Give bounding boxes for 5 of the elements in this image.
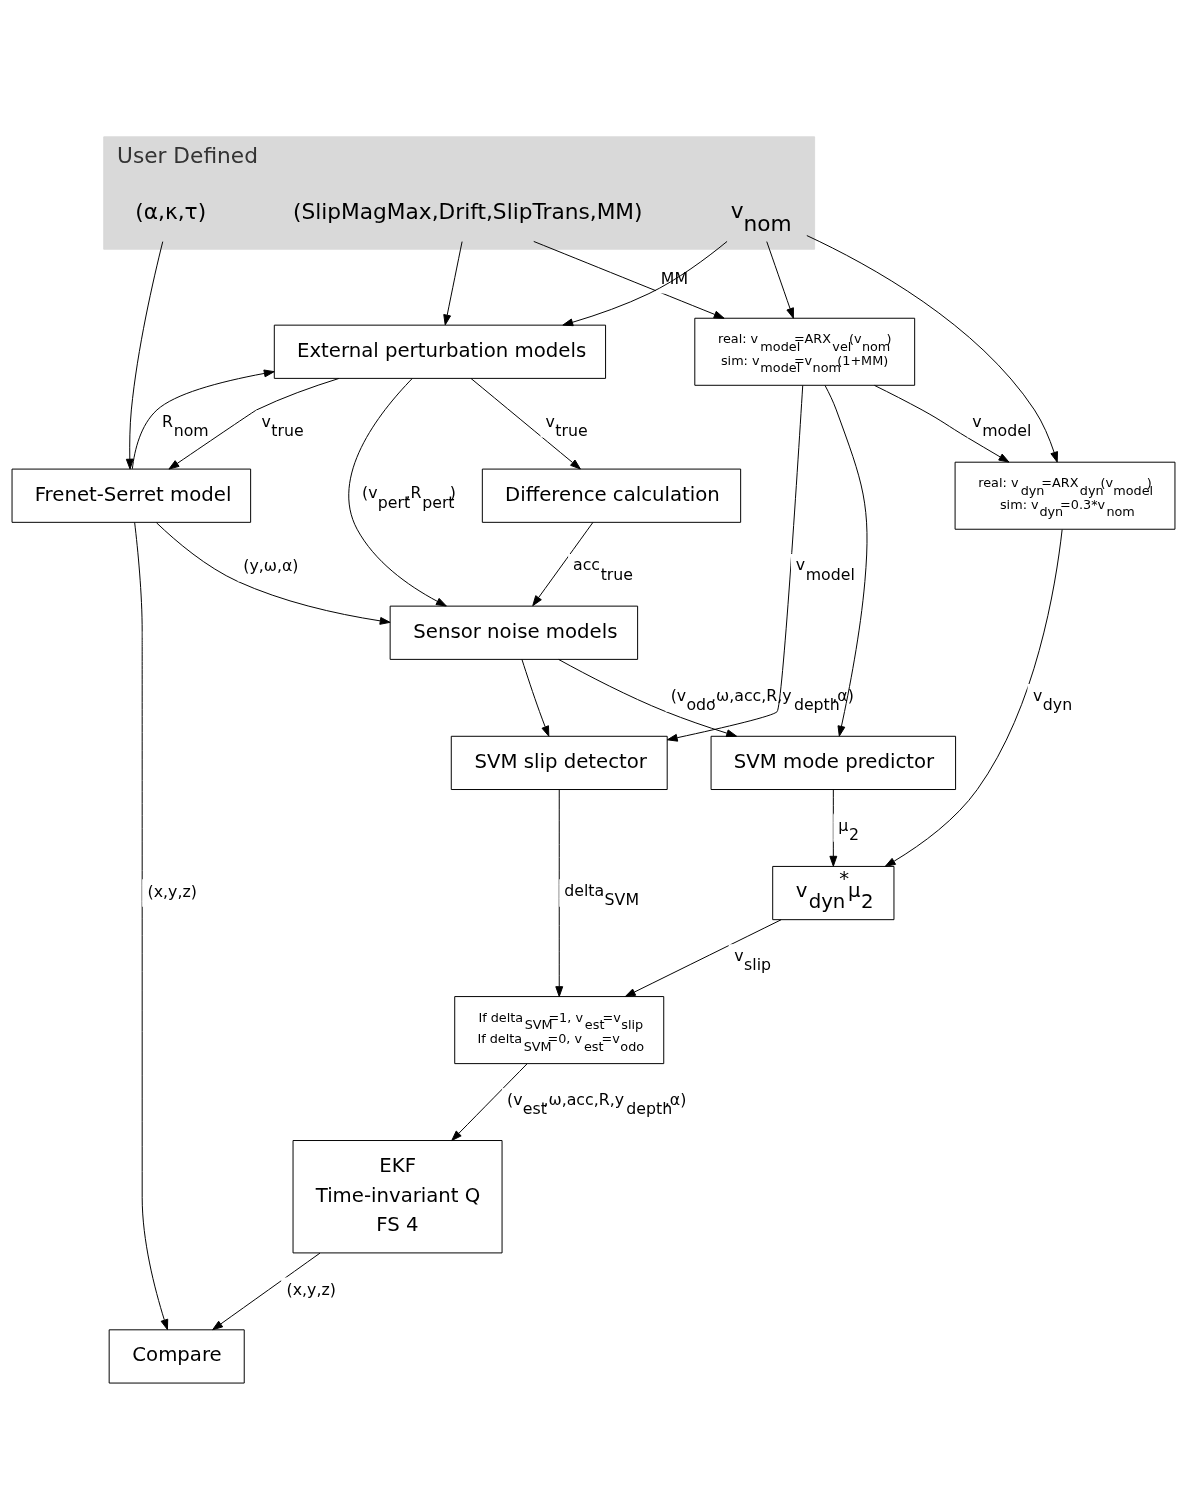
edge-label: (x,y,z) <box>286 1280 336 1300</box>
node-text: (α,κ,τ) <box>135 199 207 225</box>
edge-label: (y,ω,α) <box>243 556 299 576</box>
node-text: (SlipMagMax,Drift,SlipTrans,MM) <box>293 199 643 225</box>
edge-label: (x,y,z) <box>147 881 197 901</box>
